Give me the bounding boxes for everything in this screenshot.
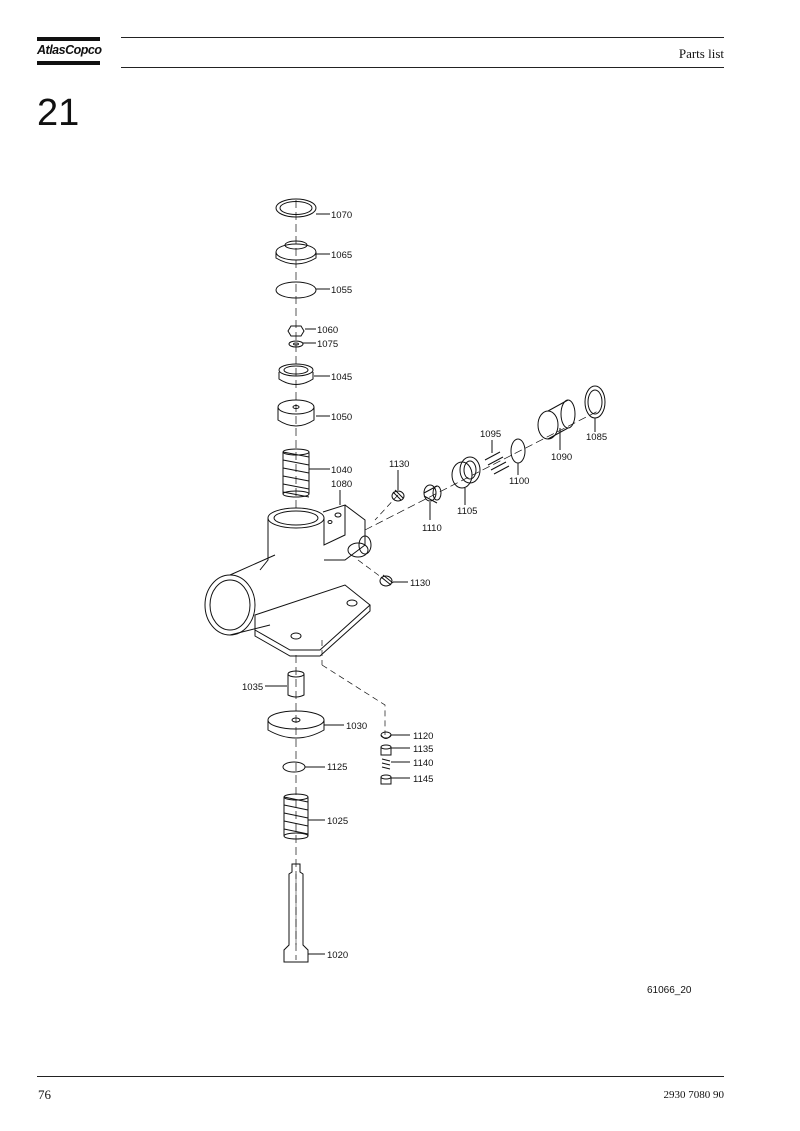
callout-1110: 1110 bbox=[422, 523, 442, 534]
callout-1130-upper: 1130 bbox=[389, 459, 409, 470]
logo-bar-bottom bbox=[37, 61, 100, 65]
callout-1140: 1140 bbox=[413, 758, 433, 769]
callout-1070: 1070 bbox=[331, 210, 352, 221]
callout-1130-lower: 1130 bbox=[410, 578, 430, 589]
document-number: 2930 7080 90 bbox=[663, 1089, 725, 1101]
callout-1020: 1020 bbox=[327, 950, 348, 961]
callout-1045: 1045 bbox=[331, 372, 352, 383]
logo-wordmark: AtlasCopco bbox=[37, 43, 102, 57]
callout-1080: 1080 bbox=[331, 479, 352, 490]
header-rule-bottom bbox=[121, 67, 724, 68]
atlas-copco-logo: AtlasCopco bbox=[37, 37, 102, 67]
callout-1120: 1120 bbox=[413, 731, 433, 742]
callout-1060: 1060 bbox=[317, 325, 338, 336]
callout-1055: 1055 bbox=[331, 285, 352, 296]
callout-1100: 1100 bbox=[509, 476, 529, 487]
callout-1025: 1025 bbox=[327, 816, 348, 827]
header-rule-top bbox=[121, 37, 724, 38]
callout-1065: 1065 bbox=[331, 250, 352, 261]
callout-1135: 1135 bbox=[413, 744, 433, 755]
drawing-code: 61066_20 bbox=[647, 985, 692, 996]
callout-1090: 1090 bbox=[551, 452, 572, 463]
page-title: Parts list bbox=[678, 46, 724, 61]
callout-1030: 1030 bbox=[346, 721, 367, 732]
callout-1040: 1040 bbox=[331, 465, 352, 476]
callout-1125: 1125 bbox=[327, 762, 347, 773]
callout-1105: 1105 bbox=[457, 506, 477, 517]
page-number: 76 bbox=[38, 1087, 51, 1102]
logo-bar-top bbox=[37, 37, 100, 41]
section-number: 21 bbox=[37, 92, 80, 134]
footer-rule bbox=[37, 1076, 724, 1077]
callout-1075: 1075 bbox=[317, 339, 338, 350]
callout-1145: 1145 bbox=[413, 774, 433, 785]
callout-1095: 1095 bbox=[480, 429, 501, 440]
callout-1050: 1050 bbox=[331, 412, 352, 423]
callout-1085: 1085 bbox=[586, 432, 607, 443]
callout-1035: 1035 bbox=[242, 682, 263, 693]
